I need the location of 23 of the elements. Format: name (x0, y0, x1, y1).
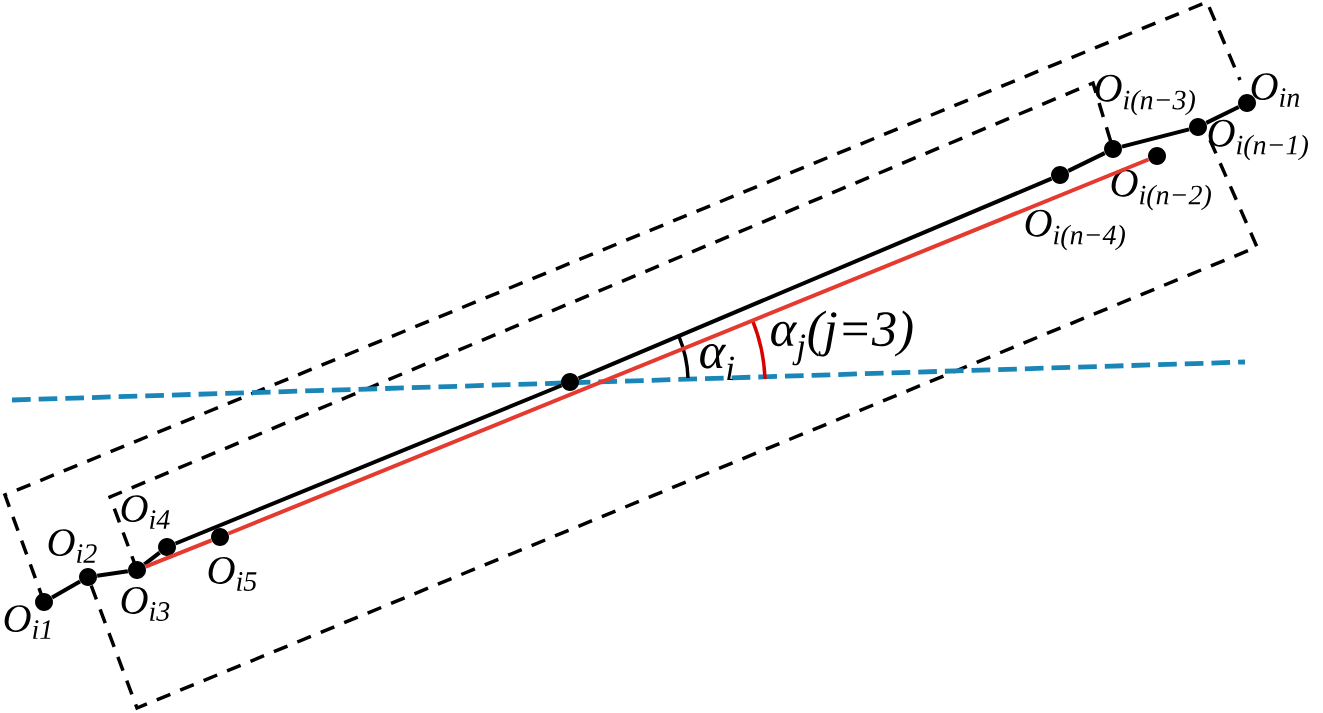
line-segment (144, 538, 213, 569)
point-label: O$_{i3}$ (121, 587, 170, 621)
line-segment (1205, 105, 1240, 125)
angle-label: α$_{j}$(j=3) (771, 310, 913, 366)
point-label: O$_{i(n−1)}$ (1208, 119, 1308, 161)
point-label: O$_{i4}$ (121, 495, 170, 529)
point-label: O$_{i5}$ (208, 557, 257, 591)
point-label: O$_{i(n−2)}$ (1111, 169, 1211, 211)
line-segment (1121, 127, 1190, 149)
point-dot (561, 373, 579, 391)
line-segment (96, 569, 129, 578)
angle-label: α$_{i}$ (700, 344, 734, 380)
point-label: O$_{i(n−3)}$ (1095, 74, 1195, 116)
line-segment (227, 157, 1150, 536)
line-segment (1067, 151, 1106, 173)
line-segment (577, 176, 1053, 381)
line-segment (174, 383, 563, 546)
point-label: O$_{i1}$ (4, 605, 51, 639)
point-label: O$_{i2}$ (48, 529, 97, 563)
point-label: O$_{in}$ (1251, 73, 1300, 107)
line-segment (143, 551, 161, 566)
line-segment (51, 579, 81, 600)
point-label: O$_{i(n−4)}$ (1025, 209, 1125, 251)
